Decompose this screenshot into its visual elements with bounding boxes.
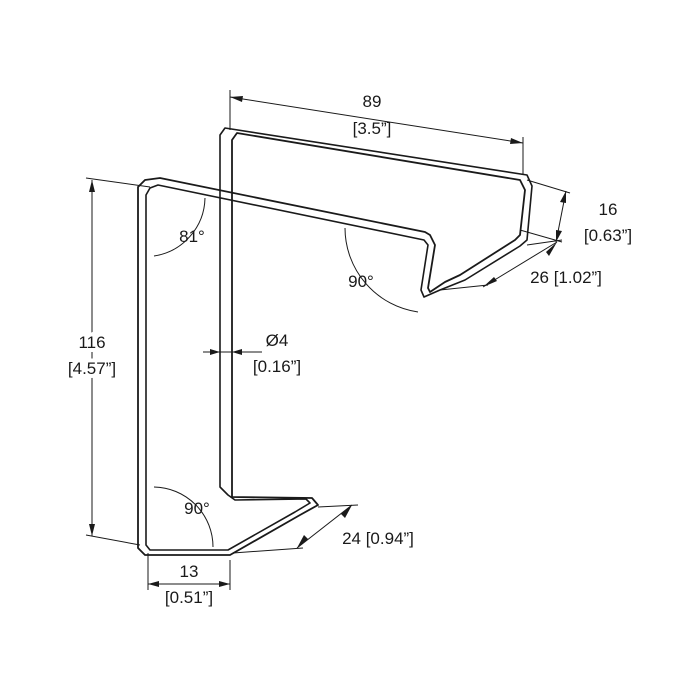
dim-width-arrow-left	[230, 96, 243, 102]
angle-lower-left-arc	[153, 486, 214, 548]
dim-height: 116 [4.57”]	[64, 177, 151, 546]
dim-width-inch: [3.5”]	[353, 119, 392, 138]
angle-upper-right-arc	[344, 227, 419, 313]
dim-width-line	[229, 96, 524, 144]
dim-top-lip-arrow-right	[546, 242, 557, 256]
dim-top-depth-inch: [0.63”]	[584, 226, 632, 245]
dim-bottom-depth-arrow-left	[148, 581, 159, 587]
angle-lower-left: 90°	[153, 486, 214, 548]
dim-bottom-lip-line	[296, 504, 353, 549]
dim-wire-diameter-value: Ø4	[266, 331, 289, 350]
wire-bracket-inner	[145, 127, 533, 551]
dim-top-lip-extension-right	[526, 239, 563, 246]
dim-wire-diameter-arrow-left	[210, 349, 220, 355]
dim-wire-diameter-arrow-right	[232, 349, 242, 355]
dim-bottom-lip: 24 [0.94”]	[232, 504, 414, 554]
dim-top-depth-arrow-bottom	[556, 230, 562, 242]
dim-width-arrow-right	[510, 138, 523, 144]
dim-width-value: 89	[363, 92, 382, 111]
angle-upper-right-label: 90°	[348, 272, 374, 291]
dim-bottom-depth-value: 13	[180, 562, 199, 581]
dim-top-depth: 16 [0.63”]	[519, 179, 632, 245]
angle-upper-right: 90°	[344, 227, 419, 313]
dim-height-extension-top	[85, 177, 151, 188]
dim-top-lip-extension-left	[439, 284, 489, 291]
dim-height-extension-bottom	[85, 534, 141, 546]
dim-wire-diameter-inch: [0.16”]	[253, 357, 301, 376]
dim-width: 89 [3.5”]	[229, 90, 524, 175]
dim-top-lip-label: 26 [1.02”]	[530, 268, 602, 287]
dim-top-depth-arrow-top	[560, 191, 566, 203]
dim-height-arrow-bottom	[89, 524, 95, 536]
dim-top-lip: 26 [1.02”]	[439, 239, 602, 291]
dim-top-depth-extension-bottom	[519, 229, 563, 243]
dim-bottom-lip-arrow-left	[297, 535, 308, 548]
dim-height-value: 116	[78, 333, 105, 352]
angle-upper-left-arc	[153, 197, 206, 257]
wire-bracket	[137, 127, 533, 556]
dim-bottom-lip-label: 24 [0.94”]	[342, 529, 414, 548]
dim-height-arrow-top	[89, 180, 95, 192]
angle-upper-left: 81°	[153, 197, 206, 257]
dim-top-depth-value: 16	[599, 200, 618, 219]
dim-top-lip-arrow-left	[483, 277, 497, 287]
dim-wire-diameter: Ø4 [0.16”]	[203, 331, 301, 376]
wire-bracket-outer	[137, 132, 526, 556]
angle-upper-left-label: 81°	[179, 227, 205, 246]
dim-bottom-lip-extension-left	[232, 547, 304, 554]
dim-bottom-lip-arrow-right	[341, 505, 352, 518]
dim-bottom-depth: 13 [0.51”]	[147, 553, 231, 607]
dim-bottom-depth-inch: [0.51”]	[165, 588, 213, 607]
angle-lower-left-label: 90°	[184, 499, 210, 518]
dim-bottom-depth-arrow-right	[219, 581, 230, 587]
dim-height-inch: [4.57”]	[68, 359, 116, 378]
dim-top-depth-extension-top	[526, 179, 571, 194]
